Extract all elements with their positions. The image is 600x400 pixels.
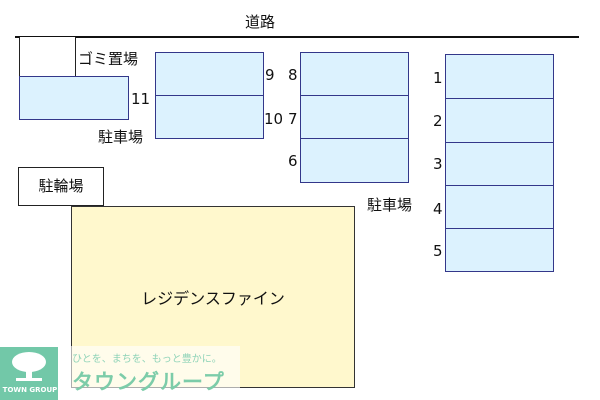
slot-number-7: 7: [288, 110, 298, 128]
bicycle-parking: 駐輪場: [18, 167, 104, 206]
parking-slot-10: [155, 95, 264, 139]
parking-slot-3: [445, 142, 554, 186]
parking-slot-1: [445, 54, 554, 99]
tree-icon: [12, 352, 46, 381]
slot-number-11: 11: [131, 90, 151, 108]
parking-slot-5: [445, 228, 554, 272]
town-group-logo: [0, 347, 58, 400]
logo-brand: TOWN GROUP: [2, 386, 58, 394]
slot-number-2: 2: [433, 112, 443, 130]
parking-slot-7: [300, 95, 409, 139]
parking-label-left: 駐車場: [98, 128, 144, 146]
parking-slot-11: [19, 76, 129, 120]
slot-number-8: 8: [288, 66, 298, 84]
building-name: レジデンスファイン: [141, 289, 285, 308]
parking-slot-2: [445, 98, 554, 143]
slot-number-1: 1: [433, 69, 443, 87]
logo-name: タウングループ: [72, 370, 225, 394]
logo-tagline: ひとを、まちを、もっと豊かに。: [72, 354, 222, 365]
parking-slot-9: [155, 52, 264, 96]
slot-number-6: 6: [288, 152, 298, 170]
parking-slot-6: [300, 138, 409, 183]
parking-label-right: 駐車場: [367, 196, 413, 214]
tagline-box: [70, 346, 240, 394]
road-label: 道路: [245, 13, 276, 31]
slot-number-3: 3: [433, 155, 443, 173]
road-line: [15, 36, 579, 38]
bicycle-label: 駐輪場: [38, 177, 84, 195]
slot-number-9: 9: [265, 66, 275, 84]
garbage-area: [19, 37, 76, 77]
garbage-label: ゴミ置場: [78, 50, 139, 68]
slot-number-4: 4: [433, 200, 443, 218]
slot-number-10: 10: [264, 110, 284, 128]
parking-slot-4: [445, 185, 554, 229]
slot-number-5: 5: [433, 242, 443, 260]
parking-slot-8: [300, 52, 409, 96]
